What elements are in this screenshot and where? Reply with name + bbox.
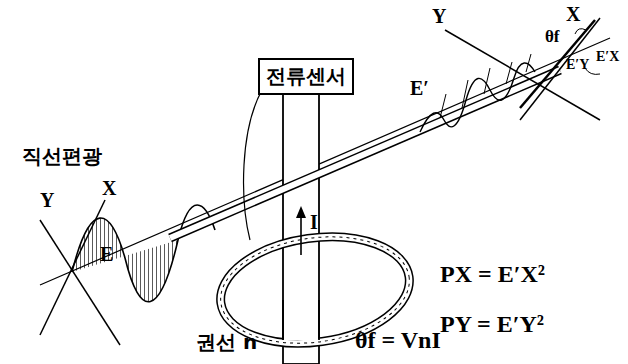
component-label: E′X bbox=[596, 50, 619, 64]
formula: PY = E′Y² bbox=[440, 312, 544, 336]
formula: θf = VnI bbox=[355, 328, 441, 352]
formula: PX = E′X² bbox=[440, 262, 545, 286]
field-label: E′ bbox=[410, 78, 429, 98]
field-label: E bbox=[100, 244, 113, 264]
axis-label: X bbox=[102, 178, 116, 198]
angle-label: θf bbox=[545, 28, 560, 45]
caption-label: 직선편광 bbox=[22, 146, 102, 166]
axis-label: Y bbox=[40, 190, 54, 210]
component-label: E′Y bbox=[566, 58, 589, 72]
current-label: I bbox=[310, 212, 318, 232]
axis-label: X bbox=[566, 4, 580, 24]
winding-label: 권선 n bbox=[196, 332, 257, 352]
node-text: 전류센서 bbox=[266, 64, 346, 88]
sensor-label-box: 전류센서 bbox=[258, 58, 354, 95]
axis-label: Y bbox=[432, 6, 446, 26]
